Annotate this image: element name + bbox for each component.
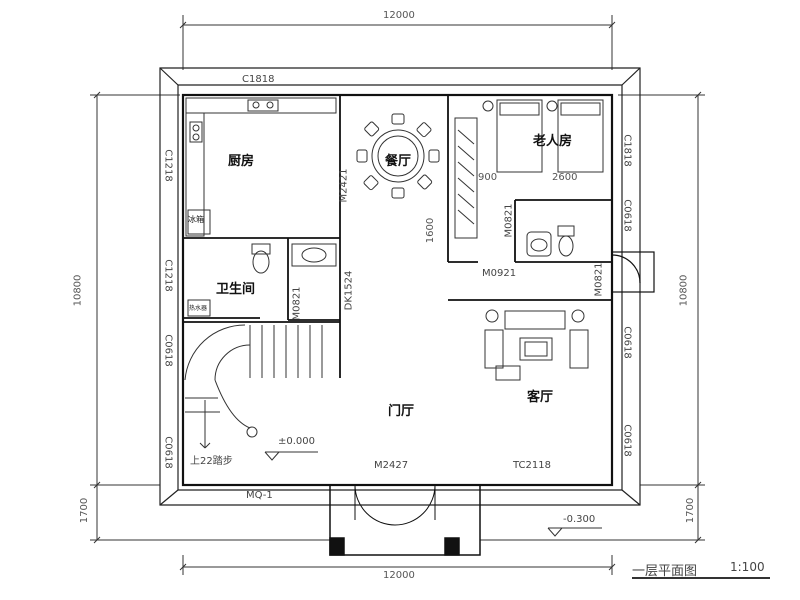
elder-beds [482,99,604,173]
top-width-dimension: 12000 [383,10,415,21]
room-elder: 老人房 [533,134,573,149]
code-elder-door: M0921 [482,268,517,279]
code-elder-bath-door: M0821 [503,203,515,238]
code-stair-window-bottom: C0618 [162,436,174,469]
left-front-dimension: 1700 [79,497,91,524]
drawing-title: 一层平面图 [632,564,698,579]
code-kitchen-window: C1818 [242,74,275,85]
level-exterior: -0.300 [563,514,596,525]
code-side-door: M0821 [593,262,605,297]
level-floor: ±0.000 [278,436,316,447]
room-dining: 餐厅 [385,154,412,169]
code-elder-bath-window: C0618 [621,199,633,232]
code-main-door: M2427 [374,460,409,471]
bottom-width-dimension: 12000 [383,570,415,581]
code-front-left-window: MQ-1 [246,490,273,501]
front-porch [329,484,481,556]
fridge-label: 冰箱 [188,215,204,224]
stair-steps-note: 上22踏步 [190,456,233,467]
kitchen-fixtures [185,97,337,237]
sofa-set [484,309,589,381]
drawing-scale: 1:100 [730,560,765,574]
left-total-dimension: 10800 [72,274,84,307]
water-heater-label: 热水器 [189,305,208,312]
room-bathroom: 卫生间 [216,282,256,297]
code-dk-opening: DK1524 [343,270,355,311]
room-kitchen: 厨房 [228,154,255,169]
code-living-window-front: TC2118 [513,460,551,471]
level-markers [264,451,602,537]
wardrobe-dimension: 1600 [425,217,437,244]
right-front-dimension: 1700 [685,497,697,524]
bed-a-dimension: 900 [478,172,498,183]
dining-table [356,113,440,199]
right-total-dimension: 10800 [678,274,690,307]
staircase [184,324,323,449]
wardrobe [454,117,478,239]
code-elder-window-right: C1818 [621,134,633,167]
side-entry [611,251,655,293]
eave-outline [159,67,641,506]
bed-b-dimension: 2600 [552,172,578,183]
code-kitchen-left-window: C1218 [162,149,174,182]
code-bath-door: M0821 [291,286,303,321]
code-bath-left-window: C1218 [162,259,174,292]
bathroom-fixtures [187,243,337,317]
interior-walls [183,95,612,378]
code-living-window-right-top: C0618 [621,326,633,359]
code-living-window-right-bottom: C0618 [621,424,633,457]
code-dining-door: M2421 [338,168,350,203]
room-foyer: 门厅 [388,404,415,419]
code-stair-window-top: C0618 [162,334,174,367]
room-living: 客厅 [527,390,554,405]
elder-bath-fixtures [526,225,575,257]
